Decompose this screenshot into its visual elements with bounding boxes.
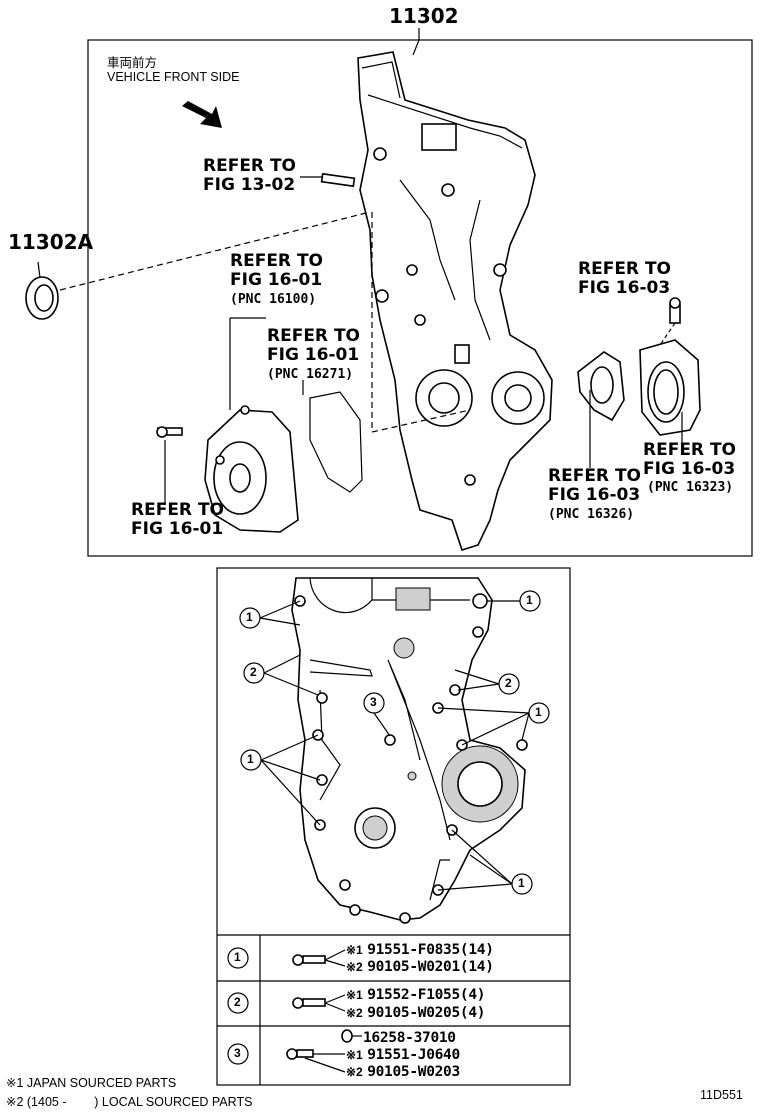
callout-1-text: 1 xyxy=(246,610,253,624)
vehicle-front-arrow xyxy=(182,101,222,128)
oil-seal-part-number: 11302A xyxy=(8,230,94,254)
water-inlet-housing xyxy=(639,339,701,436)
direction-en-label: VEHICLE FRONT SIDE xyxy=(107,70,240,84)
water-pump xyxy=(204,405,299,533)
table-key-3-text: 3 xyxy=(234,1046,241,1060)
table-key-1 xyxy=(227,947,249,969)
table-row: ※1 91551-J0640 xyxy=(346,1047,460,1063)
timing-chain-cover xyxy=(357,51,553,551)
table-row: ※1 91551-F0835(14) xyxy=(346,942,494,958)
timing-cover-front-view xyxy=(291,577,528,924)
main-part-number: 11302 xyxy=(389,4,459,28)
table-key-1-text: 1 xyxy=(234,950,241,964)
bolt-icon xyxy=(292,954,326,966)
ref-fig-16-03-bolt: REFER TO FIG 16-03 xyxy=(578,259,671,298)
part-number: 90105-W0203 xyxy=(367,1064,460,1080)
table-row: ※2 90105-W0205(4) xyxy=(346,1005,486,1021)
ref-fig-16-01-pnc-16100: REFER TO FIG 16-01 (PNC 16100) xyxy=(230,251,323,308)
callout-1-text: 1 xyxy=(247,752,254,766)
ref-pnc-16323-label: (PNC 16323) xyxy=(647,480,734,495)
part-number: 91552-F1055(4) xyxy=(367,987,486,1003)
water-pump-bolt xyxy=(156,426,183,438)
callout-3-text: 3 xyxy=(370,695,377,709)
table-key-2 xyxy=(227,992,249,1014)
water-pump-gasket xyxy=(309,391,363,493)
callout-2-text: 2 xyxy=(250,665,257,679)
ref-fig-16-03-pnc-16326: REFER TO FIG 16-03 (PNC 16326) xyxy=(548,466,641,523)
table-row: 16258-37010 xyxy=(363,1029,456,1047)
ref-fig-13-02: REFER TO FIG 13-02 xyxy=(203,156,296,195)
top-figure-frame xyxy=(87,39,753,557)
ref-fig-16-03-pnc-16323: REFER TO FIG 16-03 xyxy=(643,440,736,479)
figure-code: 11D551 xyxy=(700,1088,743,1102)
callout-2-text: 2 xyxy=(505,676,512,690)
ref-fig-16-01-pnc-16271: REFER TO FIG 16-01 (PNC 16271) xyxy=(267,326,360,383)
callout-1-text: 1 xyxy=(535,705,542,719)
ref-fig-16-01-bolt: REFER TO FIG 16-01 xyxy=(131,500,224,539)
table-leaders xyxy=(304,949,362,1073)
part-number: 16258-37010 xyxy=(363,1030,456,1046)
bottom-figure-frame xyxy=(216,567,571,1086)
water-inlet-gasket xyxy=(577,351,625,422)
table-row: ※2 90105-W0201(14) xyxy=(346,959,494,975)
table-row: ※1 91552-F1055(4) xyxy=(346,987,486,1003)
part-number: 90105-W0205(4) xyxy=(367,1005,486,1021)
stud-bolt xyxy=(320,172,356,188)
part-number: 90105-W0201(14) xyxy=(367,959,494,975)
bolt-icon xyxy=(286,1048,314,1060)
direction-jp-label: 車両前方 xyxy=(107,56,158,70)
callout-1-text: 1 xyxy=(526,593,533,607)
callout-1-text: 1 xyxy=(518,876,525,890)
table-row: ※2 90105-W0203 xyxy=(346,1064,460,1080)
inlet-bolt xyxy=(669,297,681,324)
part-number: 91551-J0640 xyxy=(367,1047,460,1063)
bolt-icon xyxy=(292,997,326,1009)
oil-seal xyxy=(25,261,59,320)
cover-dashed-leader xyxy=(371,212,471,433)
seal-dashed-leader xyxy=(59,211,371,291)
table-key-3 xyxy=(227,1043,249,1065)
table-key-2-text: 2 xyxy=(234,995,241,1009)
part-number-leader-tip xyxy=(412,39,420,56)
footnote-local-sourced: ※2 (1405 - ) LOCAL SOURCED PARTS xyxy=(6,1095,253,1109)
part-number: 91551-F0835(14) xyxy=(367,942,494,958)
callout-leaders xyxy=(259,600,530,891)
footnote-japan-sourced: ※1 JAPAN SOURCED PARTS xyxy=(6,1076,177,1090)
washer-icon xyxy=(341,1029,353,1043)
